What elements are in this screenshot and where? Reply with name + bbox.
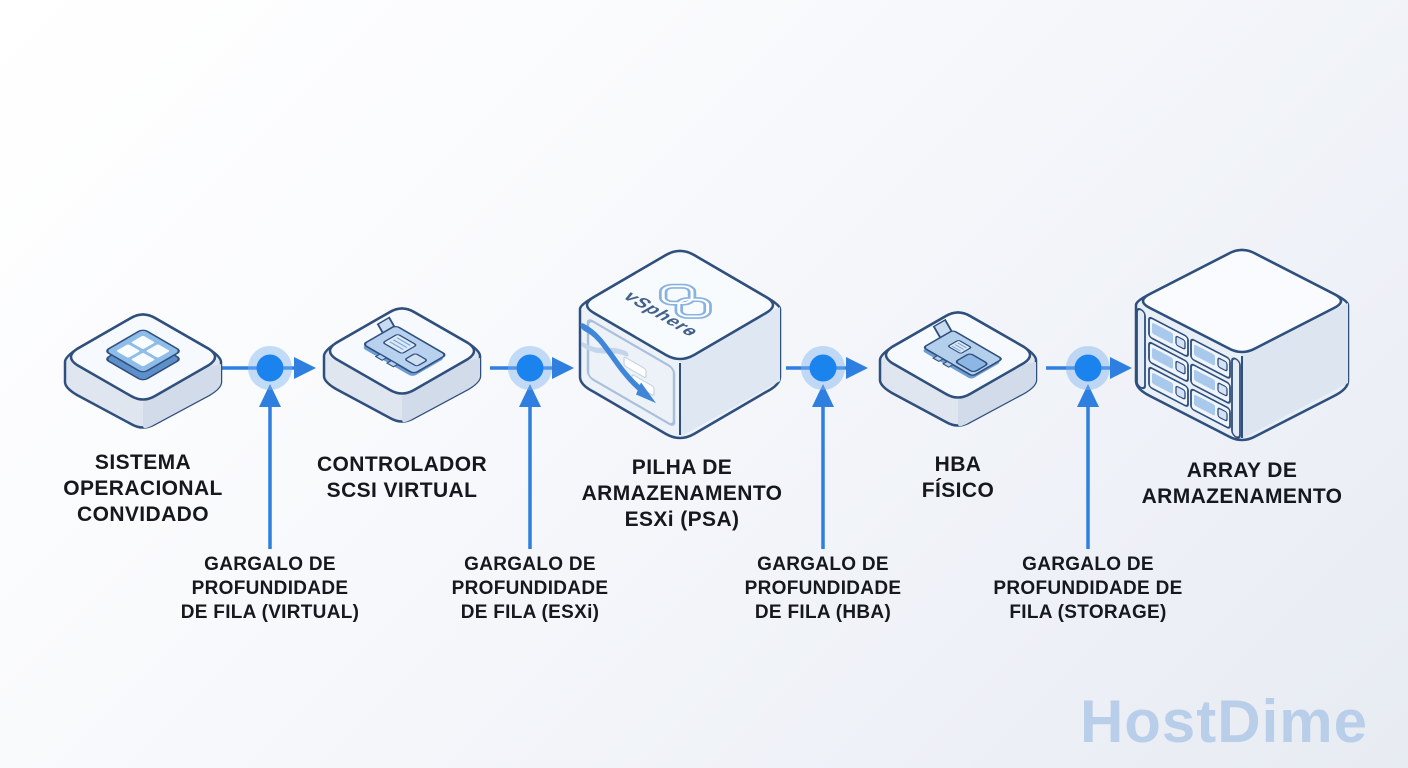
node-label-storage-array: ARRAY DE ARMAZENAMENTO (1141, 459, 1343, 508)
bottleneck-arrowhead-2 (519, 384, 541, 407)
drive-bay (1190, 363, 1231, 404)
queue-point-halo-1 (248, 346, 292, 390)
vsphere-cube-icon: vSphere (578, 249, 782, 440)
queue-point-halo-3 (801, 346, 845, 390)
node-virtual-scsi-controller (312, 296, 492, 441)
bottleneck-label-esxi: GARGALO DE PROFUNDIDADE DE FILA (ESXi) (451, 554, 609, 623)
queue-point-dot-2 (516, 354, 544, 382)
node-esxi-storage-stack: vSphere (570, 243, 790, 463)
hba-card-icon (923, 318, 1002, 379)
queue-point-dot-1 (256, 354, 284, 382)
drive-bay (1190, 338, 1231, 379)
node-storage-array (1118, 243, 1358, 463)
queue-point-halo-4 (1066, 346, 1110, 390)
hba-icon (878, 311, 1038, 427)
bottleneck-label-virtual: GARGALO DE PROFUNDIDADE DE FILA (VIRTUAL… (180, 554, 360, 623)
multipath-art (580, 319, 676, 426)
queue-point-dot-4 (1074, 354, 1102, 382)
node-label-esxi-storage-stack: PILHA DE ARMAZENAMENTO ESXi (PSA) (581, 456, 783, 531)
scsi-card-icon (363, 316, 446, 376)
flow-arrowhead-3 (846, 357, 868, 379)
scsi-controller-icon (322, 307, 482, 423)
drive-bay (1148, 366, 1189, 407)
queue-point-halo-2 (508, 346, 552, 390)
bottleneck-arrowhead-4 (1077, 384, 1099, 407)
drive-bay (1148, 341, 1189, 382)
queue-point-dot-3 (809, 354, 837, 382)
bottleneck-arrowhead-1 (259, 384, 281, 407)
hostdime-watermark: HostDime (1079, 688, 1368, 755)
bottleneck-label-storage: GARGALO DE PROFUNDIDADE DE FILA (STORAGE… (993, 554, 1183, 623)
drive-bays (1136, 308, 1241, 439)
bottleneck-arrowhead-3 (812, 384, 834, 407)
node-physical-hba (868, 300, 1048, 445)
node-guest-os (53, 302, 233, 447)
node-label-guest-os: SISTEMA OPERACIONAL CONVIDADO (63, 451, 223, 526)
guest-os-icon (63, 313, 223, 429)
bottleneck-label-hba: GARGALO DE PROFUNDIDADE DE FILA (HBA) (744, 554, 902, 623)
storage-array-icon (1134, 248, 1350, 442)
node-label-physical-hba: HBA FÍSICO (921, 453, 995, 502)
drive-bay (1190, 388, 1231, 429)
node-label-virtual-scsi-controller: CONTROLADOR SCSI VIRTUAL (316, 453, 488, 502)
drive-bay (1148, 316, 1189, 357)
windows-logo-icon (106, 329, 180, 373)
